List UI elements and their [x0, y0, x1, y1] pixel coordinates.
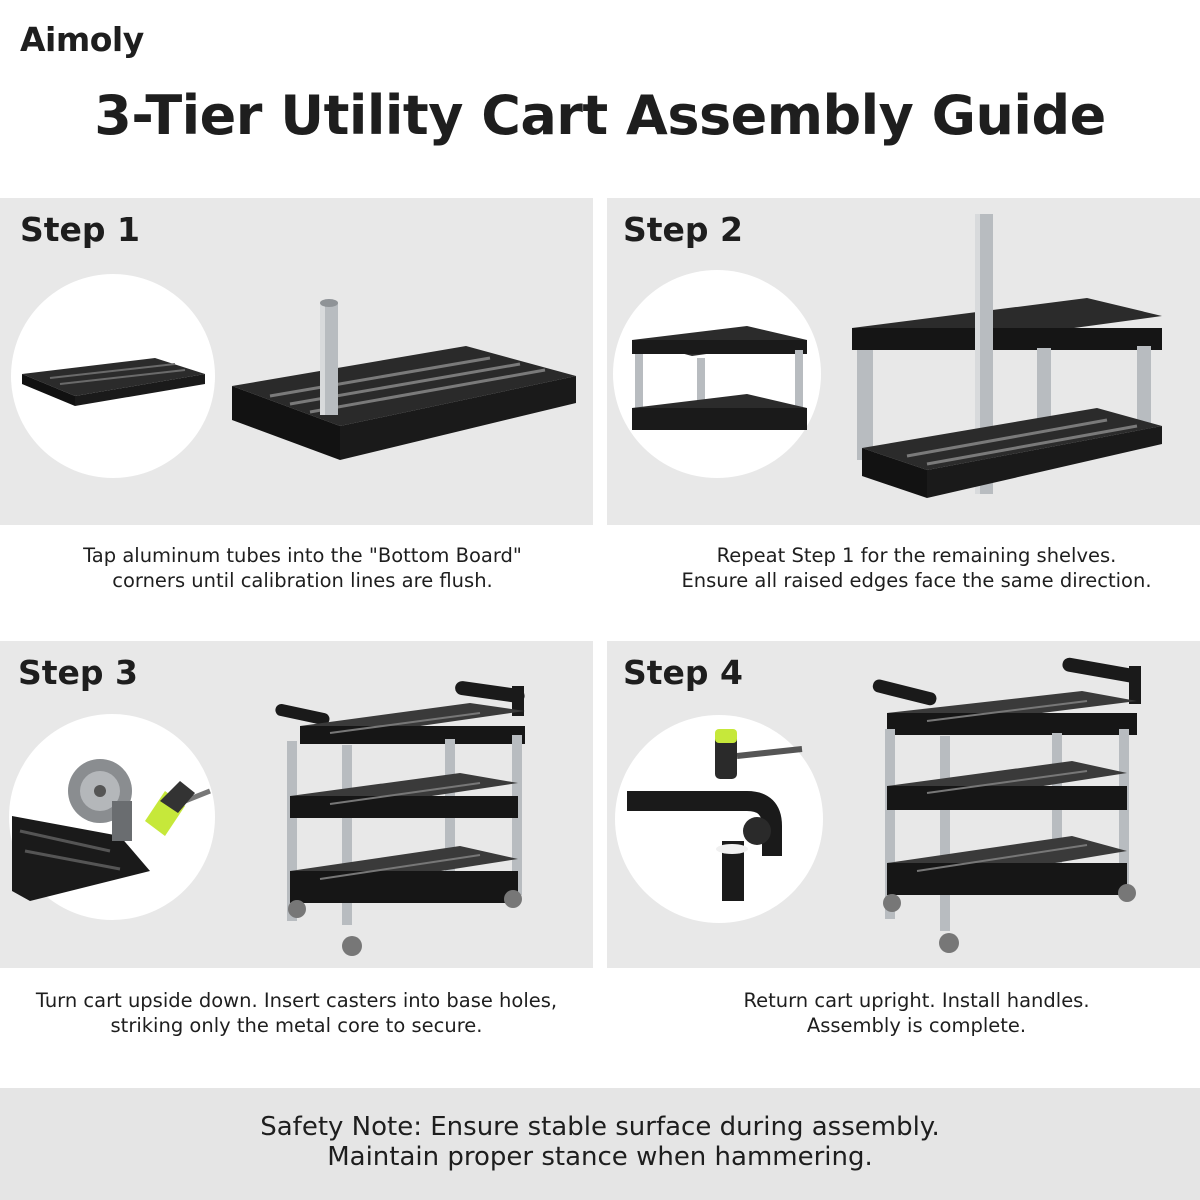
step-2-caption-line-1: Repeat Step 1 for the remaining shelves. [716, 544, 1117, 567]
step-1-caption: Tap aluminum tubes into the "Bottom Boar… [6, 543, 599, 593]
step-2-panel: Step 2 [607, 198, 1200, 525]
step-3-caption: Turn cart upside down. Insert casters in… [0, 988, 593, 1038]
step-2-caption: Repeat Step 1 for the remaining shelves.… [620, 543, 1200, 593]
step-4-caption-line-1: Return cart upright. Install handles. [743, 989, 1090, 1012]
step-2-illustration [613, 214, 1162, 498]
safety-note-line-1: Safety Note: Ensure stable surface durin… [260, 1112, 940, 1142]
step-1-illustration [11, 274, 576, 478]
step-3-caption-line-1: Turn cart upside down. Insert casters in… [35, 989, 558, 1012]
step-1-label: Step 1 [20, 210, 140, 249]
step-1-caption-line-2: corners until calibration lines are flus… [112, 569, 493, 592]
step-4-panel: Step 4 [607, 641, 1200, 968]
step-4-label: Step 4 [623, 653, 743, 692]
step-3-caption-line-2: striking only the metal core to secure. [110, 1014, 483, 1037]
safety-note-line-2: Maintain proper stance when hammering. [327, 1142, 873, 1172]
step-3-illustration [9, 681, 525, 956]
step-2-label: Step 2 [623, 210, 743, 249]
step-3-panel: Step 3 [0, 641, 593, 968]
safety-note: Safety Note: Ensure stable surface durin… [0, 1112, 1200, 1172]
step-4-caption: Return cart upright. Install handles. As… [620, 988, 1200, 1038]
step-3-label: Step 3 [18, 653, 138, 692]
step-2-caption-line-2: Ensure all raised edges face the same di… [681, 569, 1152, 592]
brand-logo: Aimoly [20, 20, 144, 59]
step-4-caption-line-2: Assembly is complete. [806, 1014, 1027, 1037]
step-1-panel: Step 1 [0, 198, 593, 525]
step-1-caption-line-1: Tap aluminum tubes into the "Bottom Boar… [83, 544, 522, 567]
page-title: 3-Tier Utility Cart Assembly Guide [94, 84, 1106, 147]
step-4-illustration [615, 657, 1141, 953]
safety-note-band [0, 1088, 1200, 1200]
